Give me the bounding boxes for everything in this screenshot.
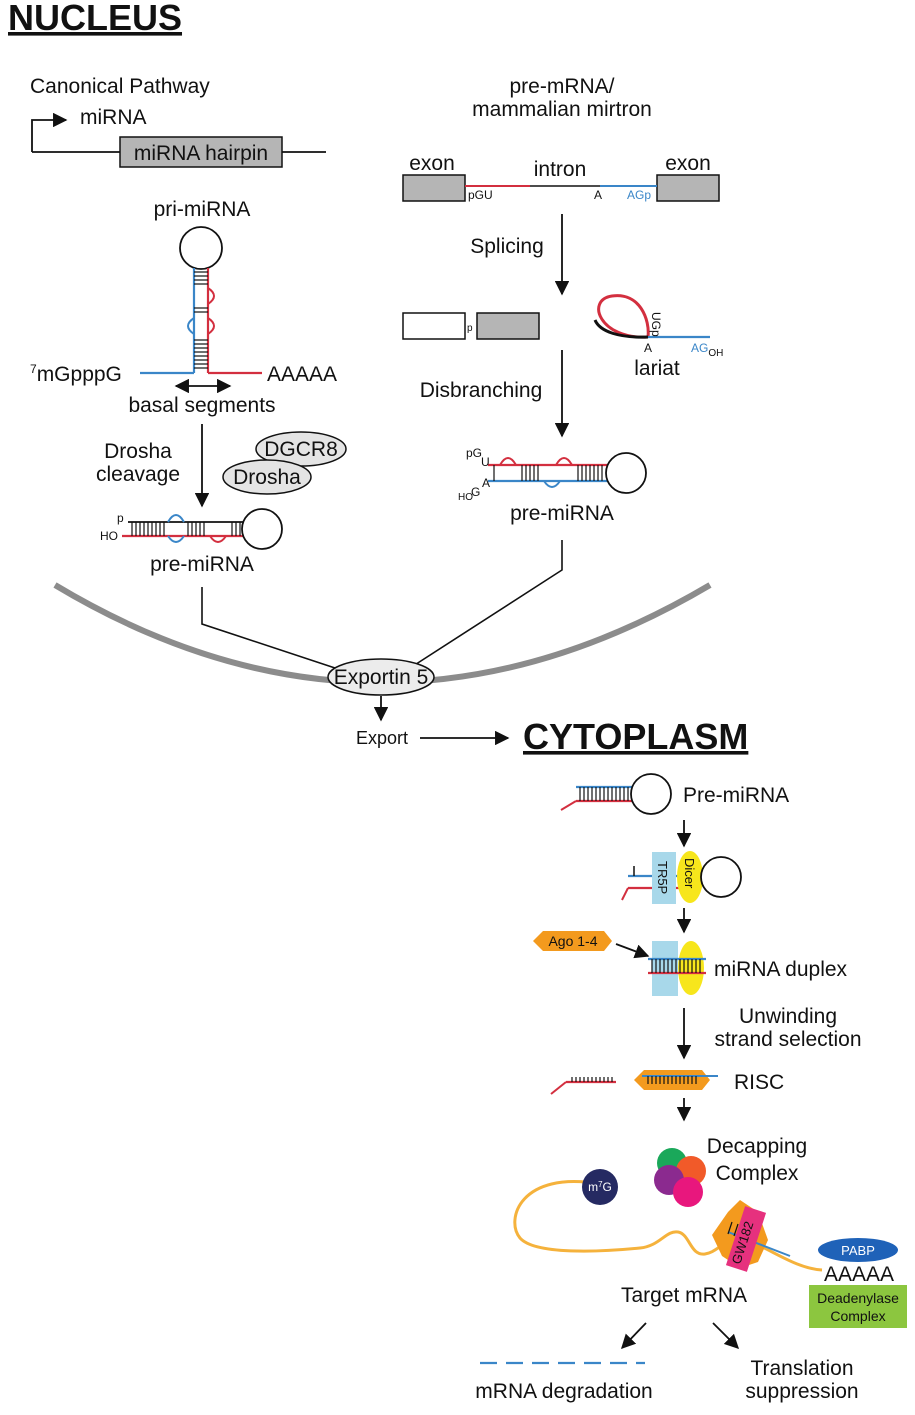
drosha-step-line2: cleavage [96, 463, 180, 486]
dicer-label: Dicer [682, 858, 697, 889]
lariat-a-mark: A [644, 341, 652, 355]
passenger-strand [550, 1077, 616, 1095]
drosha-step-line1: Drosha [104, 440, 172, 463]
export-label: Export [356, 728, 408, 748]
mirna-hairpin-box [119, 136, 283, 168]
branch-a-mark: A [594, 188, 602, 202]
ugp-mark: UGp [649, 312, 663, 337]
translation-arrow [712, 1322, 740, 1350]
ago-arrow [615, 943, 650, 959]
dgcr8-label: DGCR8 [264, 438, 338, 461]
dicer-protein [677, 851, 703, 903]
deadenylase-line2: Complex [830, 1308, 885, 1324]
unwinding-line1: Unwinding [739, 1005, 837, 1028]
tr5p-protein [652, 852, 676, 904]
ligated-exon-right [476, 312, 540, 340]
mirna-hairpin-label: miRNA hairpin [134, 142, 268, 165]
debranching-label: Disbranching [420, 379, 543, 402]
unwinding-line2: strand selection [714, 1028, 861, 1051]
exon-left-box [402, 174, 466, 202]
pre-mirna-ho-mark: HO [100, 529, 118, 543]
canonical-pre-mirna-label: pre-miRNA [150, 553, 254, 576]
polya-tail-label: AAAAA [267, 363, 337, 386]
mirtron-g-mark: G [471, 485, 480, 499]
translation-line1: Translation [750, 1357, 853, 1380]
decapping-line1: Decapping [707, 1135, 807, 1158]
ligated-exon-left [402, 312, 466, 340]
dicer-complex [621, 851, 742, 904]
exportin5-protein [327, 658, 435, 696]
gene-promoter-arrow [31, 112, 68, 152]
lariat-label: lariat [634, 357, 680, 380]
cyto-pre-mirna [560, 773, 672, 815]
exon-left-label: exon [409, 152, 455, 175]
canonical-pathway-label: Canonical Pathway [30, 75, 210, 98]
deadenylase-complex [809, 1285, 907, 1328]
base-pair-rung [727, 1221, 733, 1235]
ago-protein [533, 931, 612, 951]
pabp-protein [818, 1238, 898, 1262]
mirtron-title-line2: mammalian mirtron [472, 98, 652, 121]
pabp-label: PABP [841, 1243, 875, 1258]
canonical-pre-mirna [122, 508, 283, 550]
canonical-export-line [201, 587, 336, 669]
mirtron-pre-mirna-label: pre-miRNA [510, 502, 614, 525]
mirtron-pg-mark: pG [466, 446, 482, 460]
risc-label: RISC [734, 1071, 784, 1094]
mirtron-a-mark: A [482, 476, 490, 490]
mirtron-pre-mirna [488, 452, 647, 494]
splicing-label: Splicing [470, 235, 544, 258]
drosha-protein [222, 459, 312, 495]
mrna-degradation-label: mRNA degradation [475, 1380, 652, 1403]
degradation-arrow [621, 1322, 647, 1350]
exon-right-box [656, 174, 720, 202]
cyto-pre-mirna-label: Pre-miRNA [683, 784, 789, 807]
target-polya-label: AAAAA [824, 1263, 894, 1286]
mirna-gene-label: miRNA [80, 106, 147, 129]
nucleus-title: NUCLEUS [8, 0, 182, 38]
ago-label: Ago 1-4 [548, 933, 597, 949]
pre-mirna-p-mark: p [117, 511, 124, 525]
drosha-label: Drosha [233, 466, 301, 489]
pri-mirna-label: pri-miRNA [154, 198, 251, 221]
pgu-mark: pGU [468, 188, 493, 202]
translation-line2: suppression [745, 1380, 858, 1403]
intron-label: intron [534, 158, 587, 181]
agp-mark: AGp [627, 188, 651, 202]
tr5p-label: TR5P [655, 861, 670, 894]
ligated-p-mark: p [467, 323, 473, 334]
mirtron-title-line1: pre-mRNA/ [509, 75, 614, 98]
lariat-intron [593, 294, 710, 339]
exon-right-label: exon [665, 152, 711, 175]
target-risc-complex [712, 1200, 791, 1272]
cytoplasm-title: CYTOPLASM [523, 716, 748, 757]
basal-segments-label: basal segments [128, 394, 275, 417]
gw182-protein [725, 1206, 767, 1272]
decapping-line2: Complex [716, 1162, 799, 1185]
mirtron-u-mark: U [481, 455, 490, 469]
decapping-complex [654, 1148, 706, 1207]
mirna-duplex-label: miRNA duplex [714, 958, 848, 981]
m7g-label: m7G [588, 1180, 612, 1194]
base-pair-rung [733, 1223, 739, 1237]
lariat-ag-mark: AGOH [691, 341, 723, 359]
cap-label: 7mGpppG [30, 362, 122, 386]
exportin5-label: Exportin 5 [334, 666, 429, 689]
target-mrna-label: Target mRNA [621, 1284, 747, 1307]
deadenylase-line1: Deadenylase [817, 1290, 899, 1306]
risc-complex [634, 1070, 718, 1090]
m7g-cap [582, 1169, 618, 1205]
mirtron-ho-mark: HO [458, 492, 473, 503]
mirtron-export-line [409, 540, 563, 669]
mirna-duplex-complex [648, 941, 706, 996]
pri-mirna-hairpin [140, 226, 262, 375]
